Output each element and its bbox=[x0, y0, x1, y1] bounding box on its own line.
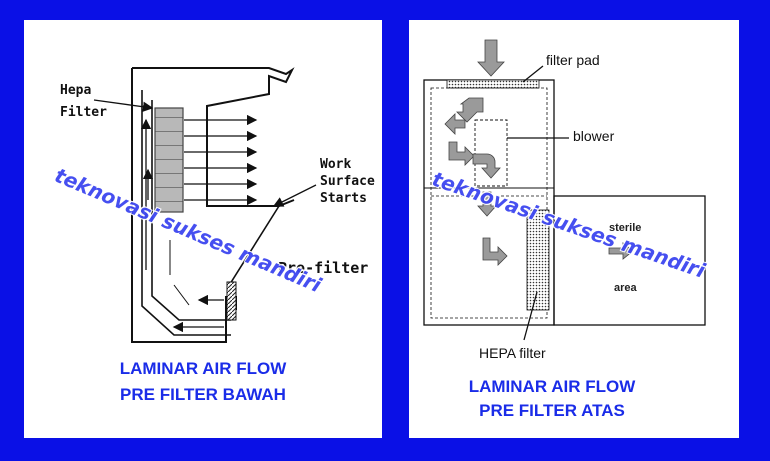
blower-label: blower bbox=[573, 128, 615, 144]
right-caption-line2: PRE FILTER ATAS bbox=[479, 401, 625, 420]
right-diagram-panel: filter pad blower sterile area HEPA filt… bbox=[409, 20, 739, 438]
work-surface-label-line1: Work bbox=[320, 157, 352, 172]
sterile-area-box bbox=[553, 195, 706, 326]
work-surface-label-line2: Surface bbox=[320, 174, 375, 189]
left-caption-line2: PRE FILTER BAWAH bbox=[120, 385, 286, 404]
filter-pad-label: filter pad bbox=[546, 52, 600, 68]
bottom-prefilter-diagram bbox=[93, 67, 317, 343]
hepa-filter-block bbox=[526, 209, 550, 311]
pre-filter-block bbox=[226, 281, 237, 321]
right-caption-line1: LAMINAR AIR FLOW bbox=[468, 377, 636, 396]
area-label: area bbox=[614, 282, 637, 294]
inflow-arrow bbox=[477, 39, 505, 77]
blower-box bbox=[474, 119, 508, 187]
hepa-filter-label: HEPA filter bbox=[479, 345, 546, 361]
hepa-filter-block bbox=[154, 107, 184, 213]
filter-pad-block bbox=[446, 79, 540, 89]
top-prefilter-diagram bbox=[423, 39, 706, 341]
left-diagram-panel: Hepa Filter Work Surface Starts Pre-filt… bbox=[24, 20, 382, 438]
prefilter-label: Pre-filter bbox=[278, 259, 369, 277]
hepa-label-line2: Filter bbox=[60, 105, 107, 120]
left-caption-line1: LAMINAR AIR FLOW bbox=[119, 359, 287, 378]
hepa-label-line1: Hepa bbox=[60, 83, 92, 98]
work-surface-label-line3: Starts bbox=[320, 191, 367, 206]
sterile-label: sterile bbox=[609, 222, 642, 234]
